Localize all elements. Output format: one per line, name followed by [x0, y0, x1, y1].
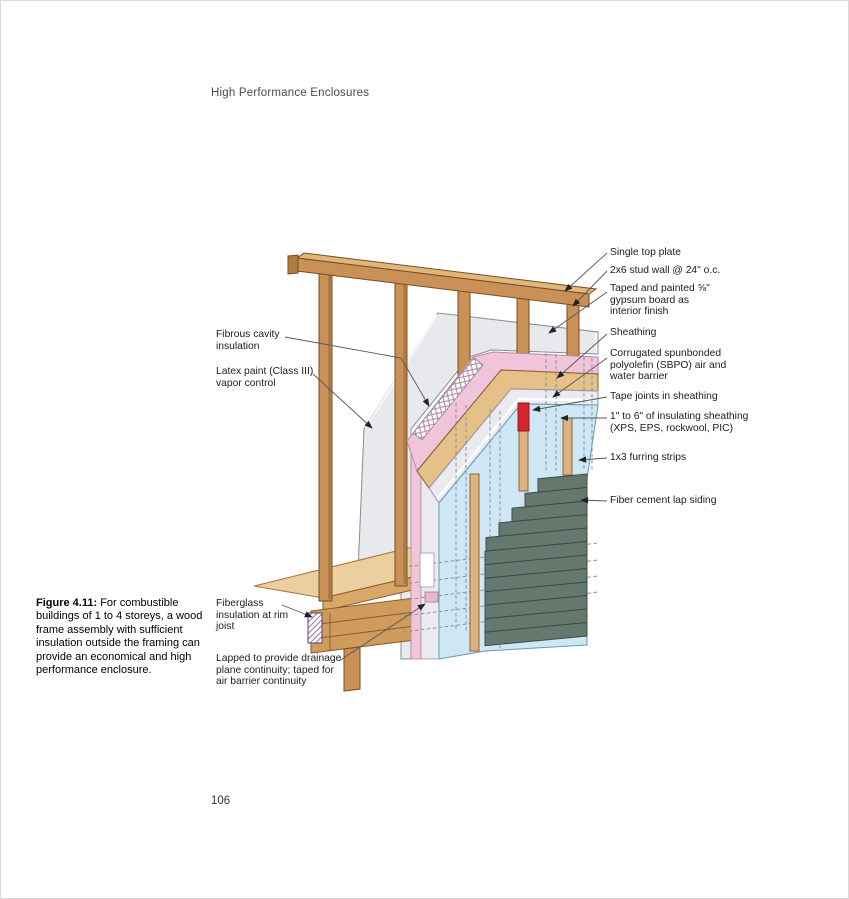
leader-lines — [281, 252, 608, 662]
leader-cavity-insulation — [284, 336, 430, 407]
callout-cavity-insulation: Fibrous cavity insulation — [216, 329, 280, 352]
fiberglass-batt — [307, 612, 323, 644]
furring-strip — [518, 428, 529, 492]
callout-lap-siding: Fiber cement lap siding — [610, 495, 717, 506]
furring-strip — [562, 417, 573, 476]
stud — [516, 296, 530, 360]
callout-sheathing: Sheathing — [610, 327, 657, 338]
lap-tape-patch — [424, 591, 439, 603]
callout-latex-paint: Latex paint (Class III) vapor control — [216, 366, 314, 389]
stud — [566, 302, 580, 362]
figure-caption-lead: Figure 4.11: — [36, 597, 98, 609]
leader-fiberglass-rim — [281, 604, 313, 618]
callout-insulating-sheathing: 1" to 6" of insulating sheathing (XPS, E… — [610, 411, 749, 434]
sheathing-joint-tape — [517, 402, 530, 432]
leader-stud-wall — [572, 270, 608, 307]
stud-shade — [403, 283, 407, 584]
leader-tape-joints — [532, 396, 608, 412]
leader-siding — [580, 497, 608, 504]
sbpo-lap-cut — [419, 552, 435, 588]
leader-sheathing — [556, 333, 608, 379]
leader-furring — [578, 456, 608, 463]
callout-sbpo-barrier: Corrugated spunbonded polyolefin (SBPO) … — [610, 348, 727, 383]
figure-caption: Figure 4.11: For combustible buildings o… — [36, 597, 208, 677]
page-number: 106 — [211, 795, 231, 807]
figure-caption-body: For combustible buildings of 1 to 4 stor… — [36, 597, 203, 677]
callout-fiberglass-rim: Fiberglass insulation at rim joist — [216, 598, 289, 633]
leader-lapped-taped — [338, 603, 426, 662]
basement-stud — [343, 646, 361, 692]
leader-sbpo — [552, 357, 608, 398]
leader-latex-paint — [312, 373, 373, 429]
leader-gypsum — [548, 291, 608, 334]
lap-siding — [484, 473, 588, 647]
sbpo-white-stripe — [436, 397, 596, 500]
callout-gypsum-board: Taped and painted ⅝" gypsum board as int… — [610, 283, 710, 318]
top-plate — [287, 252, 598, 308]
callout-single-top-plate: Single top plate — [610, 247, 681, 258]
stud-shade — [328, 274, 332, 600]
callout-furring-strips: 1x3 furring strips — [610, 452, 687, 463]
siding-plank — [484, 621, 588, 647]
furring-strip — [469, 473, 480, 652]
leader-single-top-plate — [564, 252, 608, 292]
insulation-batt-hatch — [412, 357, 484, 441]
callout-lapped-taped: Lapped to provide drainage plane continu… — [216, 653, 342, 688]
callout-tape-joints: Tape joints in sheathing — [610, 391, 718, 402]
callout-stud-wall: 2x6 stud wall @ 24" o.c. — [610, 265, 721, 276]
running-header: High Performance Enclosures — [211, 87, 370, 99]
